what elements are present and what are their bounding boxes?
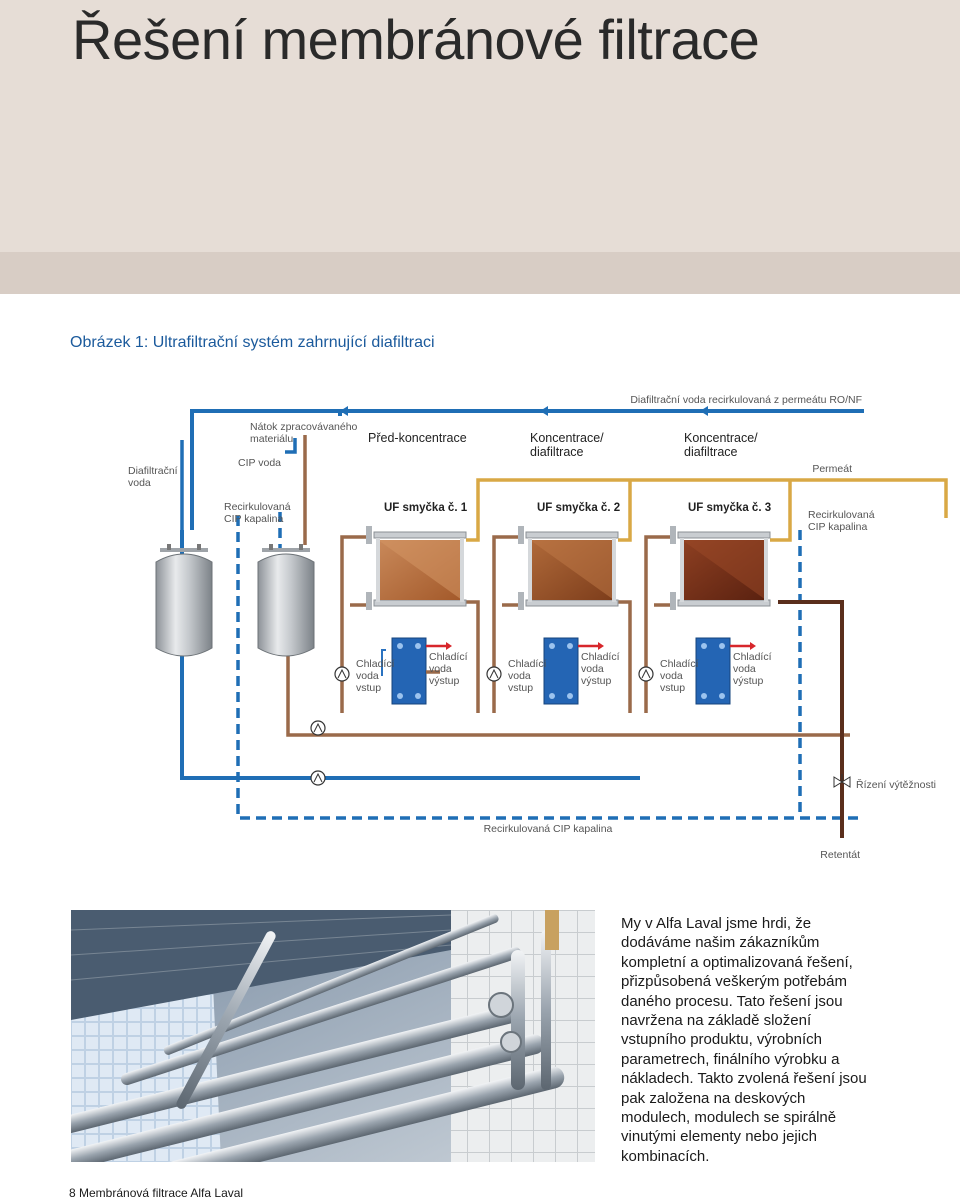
label-uf-loop-1: UF smyčka č. 1 — [384, 502, 468, 514]
label-conc-diaf-1-line1: Koncentrace/ — [530, 431, 604, 445]
label-yield-control: Řízení výtěžnosti — [856, 778, 936, 791]
uf-loop-3 — [644, 498, 792, 713]
figure-caption: Obrázek 1: Ultrafiltrační systém zahrnuj… — [70, 334, 435, 351]
installation-photo-illustration — [71, 910, 595, 1162]
header-band-strip — [0, 252, 960, 294]
label-conc-diaf-2-line1: Koncentrace/ — [684, 431, 758, 445]
label-recirc-cip-left-2: CIP kapalina — [224, 513, 284, 525]
body-paragraph: My v Alfa Laval jsme hrdi, že dodáváme n… — [621, 915, 867, 1165]
recirc-cip-line — [236, 512, 858, 820]
retentate-line — [778, 600, 844, 838]
label-cooling-out-3b: voda — [733, 663, 756, 675]
label-pre-concentration: Před-koncentrace — [368, 431, 467, 445]
label-cooling-in-1c: vstup — [356, 682, 381, 694]
label-conc-diaf-2-line2: diafiltrace — [684, 445, 738, 459]
label-cooling-out-1a: Chladící — [429, 651, 468, 663]
installation-photo — [71, 910, 595, 1162]
label-cooling-in-1b: voda — [356, 670, 379, 682]
label-cooling-out-2b: voda — [581, 663, 604, 675]
label-recirc-cip-right-2: CIP kapalina — [808, 521, 868, 533]
tank-2 — [257, 544, 315, 657]
label-uf-loop-2: UF smyčka č. 2 — [537, 502, 620, 514]
permeate-line — [476, 478, 948, 518]
label-recirc-cip-left-1: Recirkulovaná — [224, 501, 291, 513]
uf-loop-2 — [492, 498, 632, 713]
label-diafiltration-recirc: Diafiltrační voda recirkulovaná z permeá… — [630, 394, 862, 406]
label-cooling-out-1b: voda — [429, 663, 452, 675]
heat-exchanger-2 — [543, 637, 604, 705]
label-recirc-cip-bottom: Recirkulovaná CIP kapalina — [484, 823, 613, 835]
pump-symbol-icon — [313, 668, 651, 783]
label-cooling-in-2c: vstup — [508, 682, 533, 694]
label-feed-1: Nátok zpracovávaného — [250, 421, 358, 433]
label-uf-loop-3: UF smyčka č. 3 — [688, 502, 771, 514]
label-permeate: Permeát — [812, 463, 852, 475]
tank-1 — [155, 544, 213, 657]
page-footer: 8 Membránová filtrace Alfa Laval — [69, 1186, 244, 1200]
valve-icon — [833, 774, 851, 788]
cip-water-line — [180, 438, 297, 530]
label-feed-2: materiálu — [250, 433, 293, 445]
label-cooling-in-3b: voda — [660, 670, 683, 682]
label-cooling-in-3a: Chladící — [660, 658, 699, 670]
label-cooling-out-2c: výstup — [581, 675, 612, 687]
heat-exchanger-3 — [695, 637, 756, 705]
label-diafiltration-water-2: voda — [128, 477, 151, 489]
label-cip-water: CIP voda — [238, 457, 281, 469]
label-cooling-in-1a: Chladící — [356, 658, 395, 670]
label-cooling-in-3c: vstup — [660, 682, 685, 694]
uf-process-diagram: Diafiltrační voda recirkulovaná z permeá… — [128, 394, 948, 861]
label-cooling-out-2a: Chladící — [581, 651, 620, 663]
label-recirc-cip-right-1: Recirkulovaná — [808, 509, 875, 521]
page-title: Řešení membránové filtrace — [72, 8, 760, 71]
label-conc-diaf-1-line2: diafiltrace — [530, 445, 584, 459]
feed-line — [286, 435, 850, 737]
header-band — [0, 0, 960, 252]
label-cooling-out-3a: Chladící — [733, 651, 772, 663]
label-cooling-out-1c: výstup — [429, 675, 460, 687]
label-cooling-in-2a: Chladící — [508, 658, 547, 670]
label-cooling-out-3c: výstup — [733, 675, 764, 687]
label-cooling-in-2b: voda — [508, 670, 531, 682]
uf-loop-1 — [340, 498, 480, 713]
label-diafiltration-water-1: Diafiltrační — [128, 465, 178, 477]
heat-exchanger-1 — [381, 637, 452, 705]
label-retentate: Retentát — [820, 849, 860, 861]
flow-arrows-top — [340, 406, 708, 416]
